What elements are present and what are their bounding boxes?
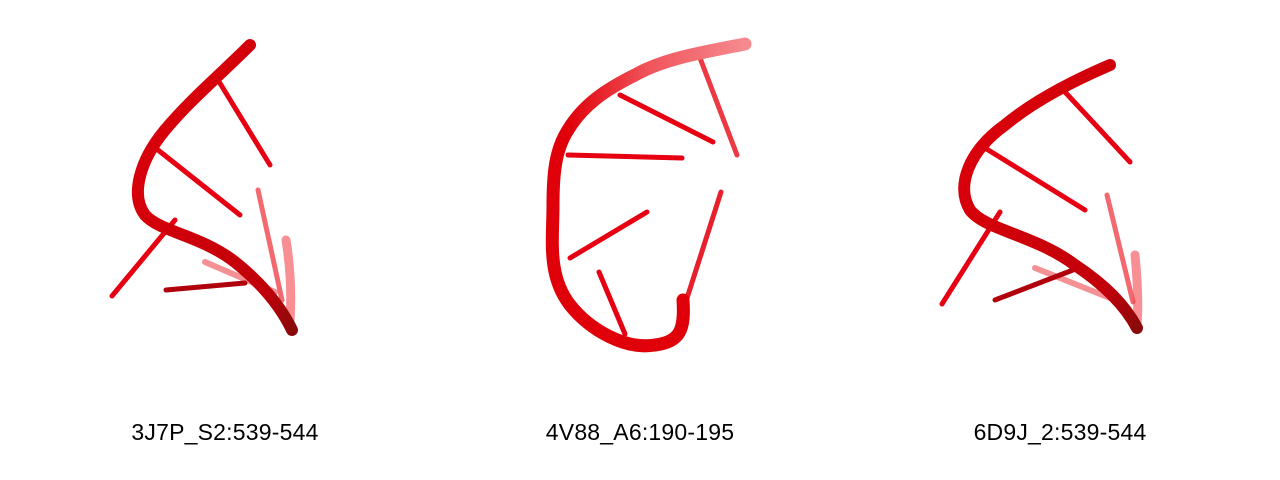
backbone-main [132,39,298,336]
structure-panel-3: 6D9J_2:539-544 [895,0,1225,480]
base-stick [617,92,716,145]
base-stick [1062,89,1133,165]
rna-ribbon-4v88 [545,37,752,353]
base-stick [596,269,628,337]
base-stick [565,152,685,161]
structure-panel-1: 3J7P_S2:539-544 [60,0,390,480]
base-stick [255,187,285,303]
panel-label-2: 4V88_A6:190-195 [545,419,735,445]
base-stick [215,77,273,168]
rna-ribbon-6d9j [939,59,1143,334]
base-stick [1104,192,1136,305]
base-stick [697,55,740,158]
backbone-main [958,59,1143,334]
structure-panel-2: 4V88_A6:190-195 [475,0,805,480]
base-stick [163,280,248,293]
base-stick [567,209,650,261]
backbone-far [281,235,296,325]
base-stick [155,147,243,218]
base-stick [1032,265,1113,301]
panel-label-1: 3J7P_S2:539-544 [131,419,319,445]
base-stick [982,145,1088,213]
base-stick [992,267,1076,303]
panel-label-3: 6D9J_2:539-544 [973,419,1147,445]
rna-ribbon-3j7p [109,39,298,336]
backbone-main [545,123,690,353]
backbone-top [561,37,752,137]
